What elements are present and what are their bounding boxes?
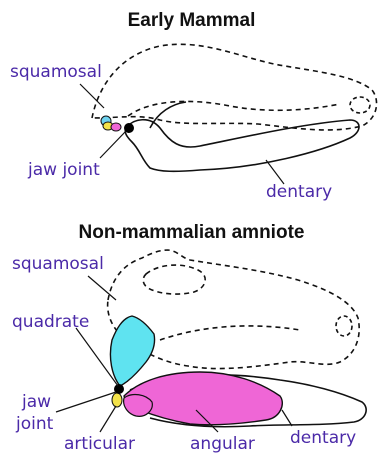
label-bottom-dentary: dentary: [290, 428, 356, 448]
label-bottom-squamosal: squamosal: [12, 254, 104, 274]
early-mammal-pink-bone: [111, 123, 121, 131]
label-bottom-articular: articular: [64, 434, 135, 454]
amniote-jaw-joint-leader: [56, 392, 116, 412]
amniote-quadrate: [110, 316, 154, 386]
amniote-pink-bone-small: [124, 395, 153, 417]
label-bottom-joint: joint: [16, 414, 53, 434]
amniote-inner-line: [160, 326, 300, 340]
early-mammal-cranium-outline: [92, 44, 377, 130]
label-bottom-quadrate: quadrate: [12, 312, 89, 332]
early-mammal-squamosal-leader: [80, 84, 104, 108]
amniote-articular: [112, 393, 122, 407]
early-mammal-skull: [92, 44, 377, 171]
label-bottom-jaw: jaw: [22, 392, 51, 412]
label-top-jaw-joint: jaw joint: [28, 160, 100, 180]
title-early-mammal: Early Mammal: [0, 10, 383, 32]
early-mammal-orbit: [350, 97, 370, 113]
amniote-fenestra: [143, 265, 205, 294]
label-bottom-angular: angular: [190, 434, 255, 454]
label-top-dentary: dentary: [266, 182, 332, 202]
amniote-dentary-leader: [282, 410, 292, 426]
title-non-mammalian-amniote: Non-mammalian amniote: [0, 222, 383, 244]
early-mammal-jaw-joint-leader: [100, 131, 126, 158]
early-mammal-dentary-leader: [266, 160, 284, 184]
amniote-articular-leader: [100, 406, 116, 432]
amniote-orbit: [336, 316, 352, 336]
early-mammal-dentary: [125, 120, 359, 172]
label-top-squamosal: squamosal: [10, 62, 102, 82]
